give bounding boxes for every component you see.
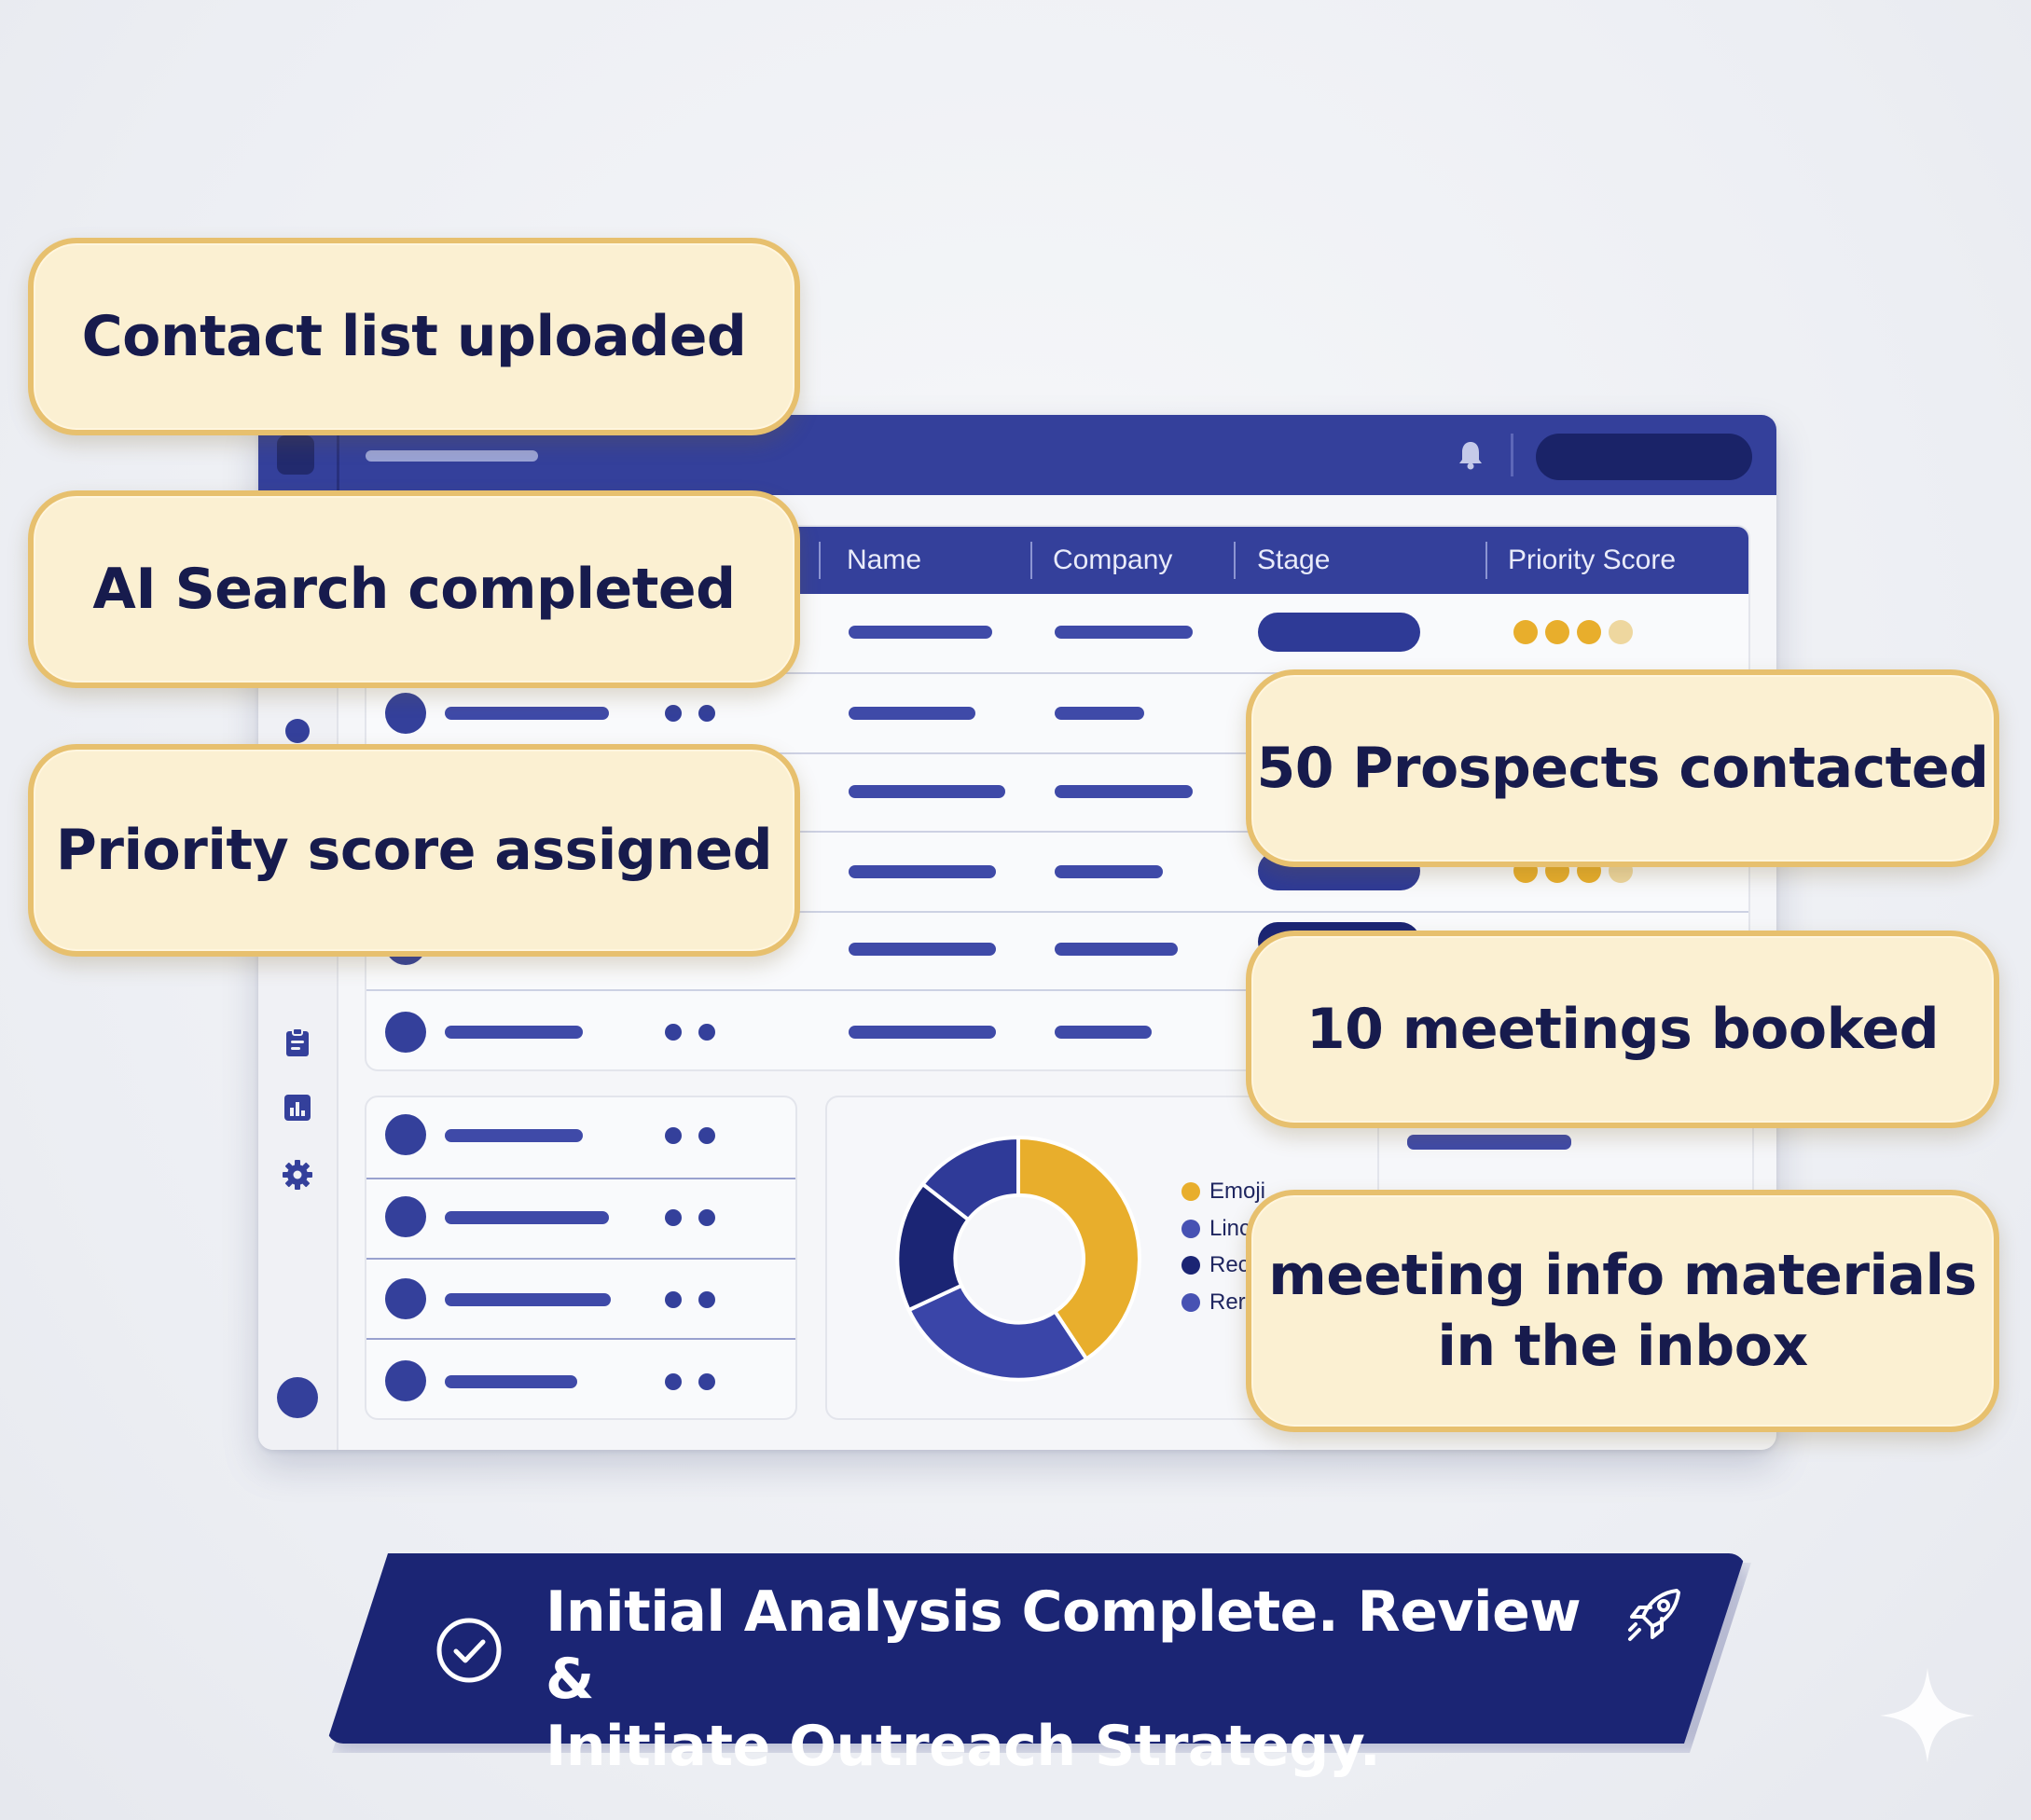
- callout-prospects-contacted: 50 Prospects contacted: [1246, 669, 1999, 867]
- contact-indicators: [665, 705, 715, 722]
- company-placeholder: [1055, 785, 1193, 798]
- header-divider: [1485, 542, 1487, 579]
- header-divider: [1030, 542, 1032, 579]
- clipboard-icon[interactable]: [281, 1026, 314, 1059]
- window-title-placeholder: [366, 450, 538, 462]
- donut-segment-emoji: [1016, 1135, 1141, 1362]
- banner-line-1: Initial Analysis Complete. Review &: [546, 1579, 1582, 1712]
- banner-message: Initial Analysis Complete. Review & Init…: [546, 1579, 1618, 1780]
- donut-segment-rec: [895, 1181, 972, 1313]
- donut-segment-linc: [906, 1283, 1089, 1382]
- topbar-divider-right: [1511, 434, 1513, 476]
- account-button[interactable]: [1536, 434, 1752, 480]
- list-item[interactable]: [366, 1338, 795, 1418]
- contact-indicators: [665, 1024, 715, 1041]
- bar-chart-icon[interactable]: [281, 1091, 314, 1124]
- contact-name-placeholder: [445, 1129, 583, 1142]
- topbar-divider: [337, 415, 339, 495]
- callout-meetings-booked: 10 meetings booked: [1246, 931, 1999, 1128]
- priority-score-rating: [1513, 620, 1633, 644]
- avatar[interactable]: [277, 1377, 318, 1418]
- contact-avatar: [385, 1278, 426, 1319]
- name-placeholder: [849, 626, 992, 639]
- donut-segment-rer: [919, 1135, 1020, 1222]
- company-placeholder: [1055, 707, 1144, 720]
- header-divider: [819, 542, 821, 579]
- stage-badge: [1258, 613, 1420, 652]
- table-row[interactable]: [366, 991, 1748, 1069]
- rocket-icon[interactable]: [1621, 1581, 1688, 1648]
- bell-icon[interactable]: [1455, 437, 1486, 473]
- name-placeholder: [849, 943, 996, 956]
- list-item[interactable]: [366, 1178, 795, 1260]
- column-header-name[interactable]: Name: [847, 545, 922, 575]
- app-logo[interactable]: [277, 435, 314, 475]
- name-placeholder: [849, 707, 975, 720]
- gear-icon[interactable]: [281, 1158, 314, 1192]
- kpi-label-placeholder: [1407, 1135, 1571, 1150]
- company-placeholder: [1055, 943, 1178, 956]
- legend-item-emoji: Emoji: [1181, 1174, 1265, 1209]
- contact-avatar: [385, 693, 426, 734]
- contact-avatar: [385, 1114, 426, 1155]
- company-placeholder: [1055, 865, 1163, 878]
- table-row[interactable]: [366, 752, 1748, 833]
- legend-item-rer: Rer: [1181, 1285, 1246, 1320]
- contact-avatar: [385, 1196, 426, 1237]
- column-header-company[interactable]: Company: [1053, 545, 1173, 575]
- legend-item-rec: Rec: [1181, 1248, 1250, 1283]
- name-placeholder: [849, 785, 1005, 798]
- name-placeholder: [849, 865, 996, 878]
- sparkle-icon: [1880, 1668, 1975, 1763]
- banner-line-2: Initiate Outreach Strategy.: [546, 1714, 1381, 1779]
- company-placeholder: [1055, 1026, 1152, 1039]
- donut-chart: [895, 1135, 1141, 1382]
- contact-indicators: [665, 1209, 715, 1226]
- company-placeholder: [1055, 626, 1193, 639]
- list-item[interactable]: [366, 1258, 795, 1340]
- contact-name-placeholder: [445, 1293, 611, 1306]
- column-header-stage[interactable]: Stage: [1257, 545, 1331, 575]
- callout-priority-score-assigned: Priority score assigned: [28, 744, 800, 957]
- legend-item-linc: Linc: [1181, 1211, 1250, 1247]
- check-circle-icon: [435, 1616, 504, 1685]
- contact-name-placeholder: [445, 707, 609, 720]
- contact-avatar: [385, 1012, 426, 1053]
- header-divider: [1234, 542, 1236, 579]
- contact-indicators: [665, 1373, 715, 1390]
- callout-ai-search-completed: AI Search completed: [28, 490, 800, 688]
- contact-avatar: [385, 1360, 426, 1401]
- contact-name-placeholder: [445, 1211, 609, 1224]
- name-placeholder: [849, 1026, 996, 1039]
- contact-list-card: [365, 1096, 797, 1420]
- column-header-priority-score[interactable]: Priority Score: [1508, 545, 1677, 575]
- callout-contact-list-uploaded: Contact list uploaded: [28, 238, 800, 435]
- contact-indicators: [665, 1127, 715, 1144]
- status-banner[interactable]: [326, 1553, 1746, 1744]
- contact-indicators: [665, 1291, 715, 1308]
- contact-name-placeholder: [445, 1026, 583, 1039]
- sidebar-item-dot[interactable]: [285, 719, 310, 743]
- contact-name-placeholder: [445, 1375, 577, 1388]
- table-row[interactable]: [366, 674, 1748, 754]
- table-row[interactable]: [366, 594, 1748, 674]
- list-item[interactable]: [366, 1097, 795, 1179]
- callout-meeting-info-materials: meeting info materials in the inbox: [1246, 1190, 1999, 1432]
